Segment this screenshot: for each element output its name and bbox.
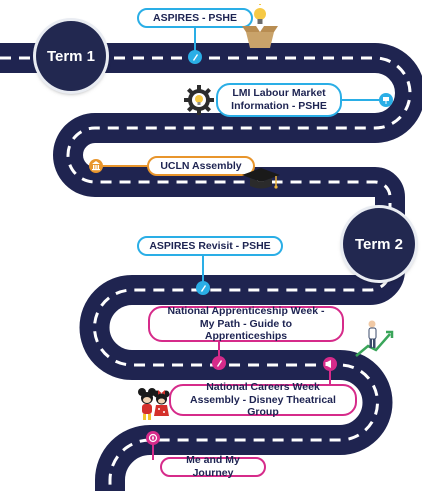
- term-2-badge: Term 2: [343, 208, 415, 280]
- event-careers-week: National Careers Week Assembly - Disney …: [169, 381, 357, 418]
- road-lane-marking: [0, 56, 412, 491]
- event-ucln: UCLN Assembly: [147, 156, 255, 176]
- mickey-minnie-icon: [138, 388, 170, 420]
- event-aspires-revisit: ASPIRES Revisit - PSHE: [137, 236, 283, 256]
- business-person-growth-icon: [355, 320, 394, 357]
- term-1-badge: Term 1: [36, 21, 106, 91]
- open-box-lightbulb-icon: [242, 4, 278, 48]
- rocket-icon: [188, 50, 202, 64]
- gear-lightbulb-icon: [184, 85, 214, 115]
- presentation-icon: [379, 93, 393, 107]
- megaphone-icon: [323, 357, 337, 371]
- graduation-cap-icon: [242, 168, 280, 189]
- compass-icon: [146, 431, 160, 445]
- road: [0, 43, 422, 491]
- event-me-and-my-journey: Me and My Journey: [160, 454, 266, 479]
- term-2-label: Term 2: [354, 235, 404, 253]
- rocket-icon: [212, 356, 226, 370]
- rocket-icon: [196, 281, 210, 295]
- event-lmi: LMI Labour Market Information - PSHE: [216, 83, 342, 117]
- term-1-label: Term 1: [46, 47, 96, 65]
- university-icon: [89, 159, 103, 173]
- event-aspires: ASPIRES - PSHE: [137, 8, 253, 28]
- event-apprenticeship-week: National Apprenticeship Week - My Path -…: [148, 305, 344, 342]
